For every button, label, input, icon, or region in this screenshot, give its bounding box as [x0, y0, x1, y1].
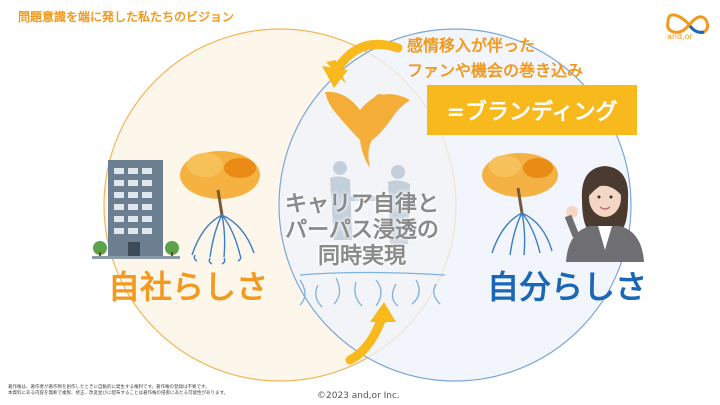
footnote-line: 本資料にある内容を無断で複製、修正、改変並びに配布することは著作権の侵害にあたる…: [8, 391, 229, 396]
logo-text: and,or: [667, 32, 693, 41]
branding-box: =ブランディング: [427, 85, 637, 135]
curved-arrow-icon: [322, 39, 403, 88]
building-icon: [92, 160, 180, 259]
center-text-line: パーパス浸透の: [285, 218, 439, 243]
callout-line-2: ファンや機会の巻き込み: [407, 61, 584, 80]
footnote-line: 著作権は、著作者が著作物を創作したときに自動的に発生する権利です。著作権の登録は…: [8, 385, 210, 390]
logo-infinity-icon: [666, 13, 710, 34]
callout-line-1: 感情移入が伴った: [407, 36, 536, 55]
copyright-footnote: 著作権は、著作者が著作物を創作したときに自動的に発生する権利です。著作権の登録は…: [8, 385, 228, 397]
tree-roots-icon: [482, 153, 558, 256]
center-text-line: キャリア自律と: [284, 192, 439, 217]
left-circle-label: 自社らしさ: [108, 268, 269, 306]
right-circle-label: 自分らしさ: [487, 268, 648, 306]
center-text-line: 同時実現: [317, 244, 406, 269]
copyright-text: ©2023 and,or Inc.: [317, 391, 400, 401]
slide-title: 問題意識を端に発した私たちのビジョン: [18, 10, 235, 24]
people-shaking-hands-icon: [330, 161, 410, 244]
woman-avatar-icon: [564, 166, 644, 262]
center-text: キャリア自律と パーパス浸透の 同時実現: [262, 192, 462, 270]
tree-roots-icon: [180, 151, 260, 265]
branding-label: =ブランディング: [446, 100, 618, 125]
bird-icon: [325, 91, 410, 168]
tree-roots-icon: [299, 271, 446, 308]
curved-arrow-icon: [345, 302, 396, 365]
